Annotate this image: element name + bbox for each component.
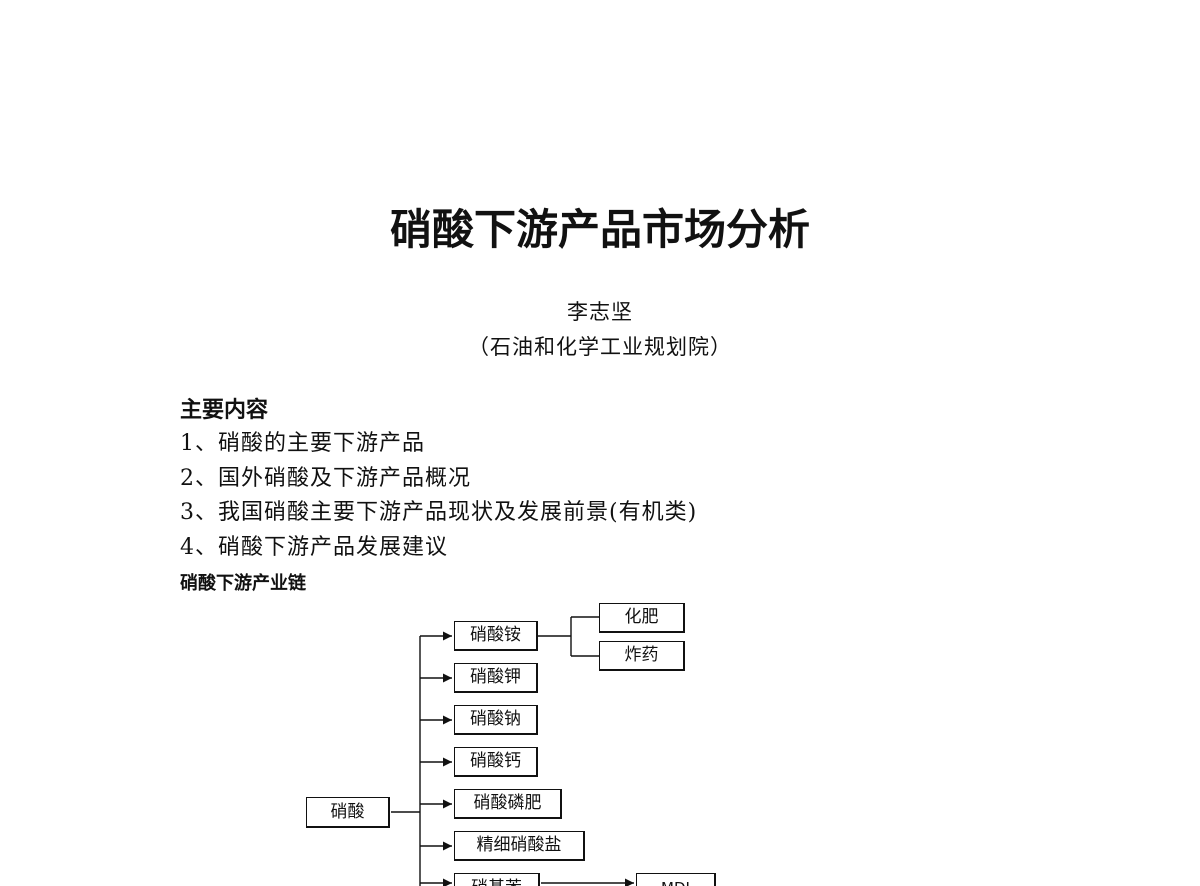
contents-item: 4、硝酸下游产品发展建议 <box>180 535 448 560</box>
node-label: MDI <box>637 874 714 886</box>
node-explosive: 炸药 <box>599 641 685 671</box>
node-label: 炸药 <box>624 645 659 665</box>
author-name: 李志坚 <box>567 300 633 324</box>
node-nitrobenzene: 硝基苯 <box>454 873 540 886</box>
node-label: 硝基苯 <box>455 874 538 886</box>
node-mdi: MDI <box>636 873 716 886</box>
node-label: 硝酸磷肥 <box>473 793 542 813</box>
contents-item: 2、国外硝酸及下游产品概况 <box>180 466 471 491</box>
node-label: 硝酸钙 <box>470 751 521 771</box>
node-ammonium-nitrate: 硝酸铵 <box>454 621 538 651</box>
node-label: 硝酸铵 <box>470 625 521 645</box>
node-potassium-nitrate: 硝酸钾 <box>454 663 538 693</box>
author-affiliation: （石油和化学工业规划院） <box>468 335 732 359</box>
node-nitric-acid: 硝酸 <box>306 797 390 828</box>
contents-heading: 主要内容 <box>180 398 269 423</box>
node-fertilizer: 化肥 <box>599 603 685 633</box>
node-label: 硝酸钠 <box>470 709 521 729</box>
node-calcium-nitrate: 硝酸钙 <box>454 747 538 777</box>
node-fine-nitrates: 精细硝酸盐 <box>454 831 585 861</box>
node-nitrophosphate-fertilizer: 硝酸磷肥 <box>454 789 562 819</box>
node-label: 化肥 <box>624 607 659 627</box>
node-sodium-nitrate: 硝酸钠 <box>454 705 538 735</box>
page-title: 硝酸下游产品市场分析 <box>389 205 810 254</box>
contents-item: 1、硝酸的主要下游产品 <box>180 431 425 456</box>
node-label: 硝酸 <box>330 802 365 822</box>
contents-item: 3、我国硝酸主要下游产品现状及发展前景(有机类) <box>180 500 698 525</box>
industry-chain-heading: 硝酸下游产业链 <box>180 573 306 594</box>
node-label: 硝酸钾 <box>470 667 521 687</box>
node-label: 精细硝酸盐 <box>476 835 562 855</box>
